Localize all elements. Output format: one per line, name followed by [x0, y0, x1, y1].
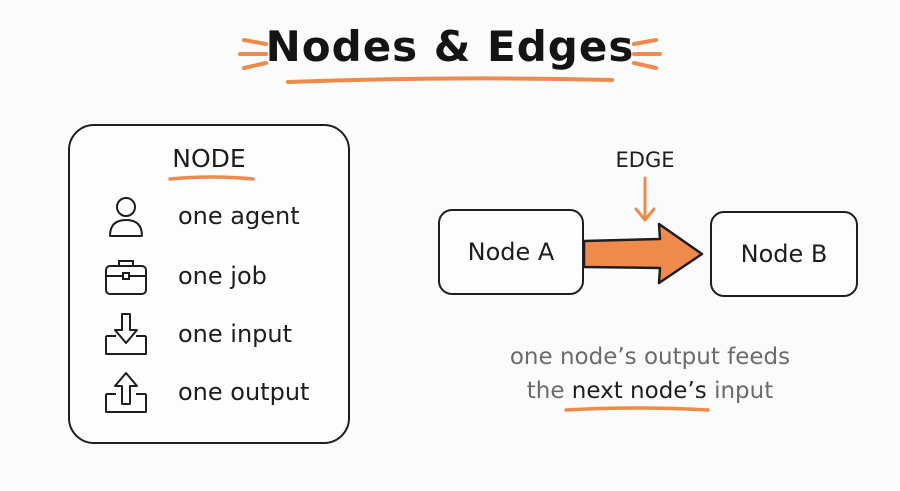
edge-label: EDGE: [615, 148, 675, 172]
node-a-label: Node A: [467, 238, 555, 266]
caption-line-2: the next node’s input: [470, 378, 830, 404]
person-icon: [109, 197, 143, 237]
node-heading: NODE: [172, 144, 246, 173]
caption-line-1: one node’s output feeds: [509, 344, 791, 370]
caption-prefix: the: [526, 378, 572, 404]
node-item-output: one output: [102, 370, 342, 416]
node-item-job: one job: [102, 254, 342, 300]
node-b-box: Node B: [710, 211, 858, 297]
input-tray-icon: [105, 313, 147, 355]
caption-suffix: input: [706, 378, 774, 404]
node-heading-underline: [168, 175, 255, 181]
node-item-label: one output: [178, 378, 310, 406]
node-item-agent: one agent: [102, 194, 342, 240]
title-decoration: [238, 38, 662, 84]
node-a-box: Node A: [438, 209, 584, 295]
briefcase-icon: [105, 260, 147, 295]
node-item-label: one job: [178, 262, 267, 290]
node-item-label: one agent: [178, 202, 300, 230]
node-item-input: one input: [102, 312, 342, 358]
node-item-label: one input: [178, 320, 293, 348]
caption-highlight: next node’s: [571, 378, 707, 404]
node-card: NODE one agent one job one input: [68, 124, 350, 444]
node-b-label: Node B: [740, 240, 828, 268]
output-tray-icon: [105, 372, 147, 413]
page-title: Nodes & Edges: [265, 22, 635, 71]
